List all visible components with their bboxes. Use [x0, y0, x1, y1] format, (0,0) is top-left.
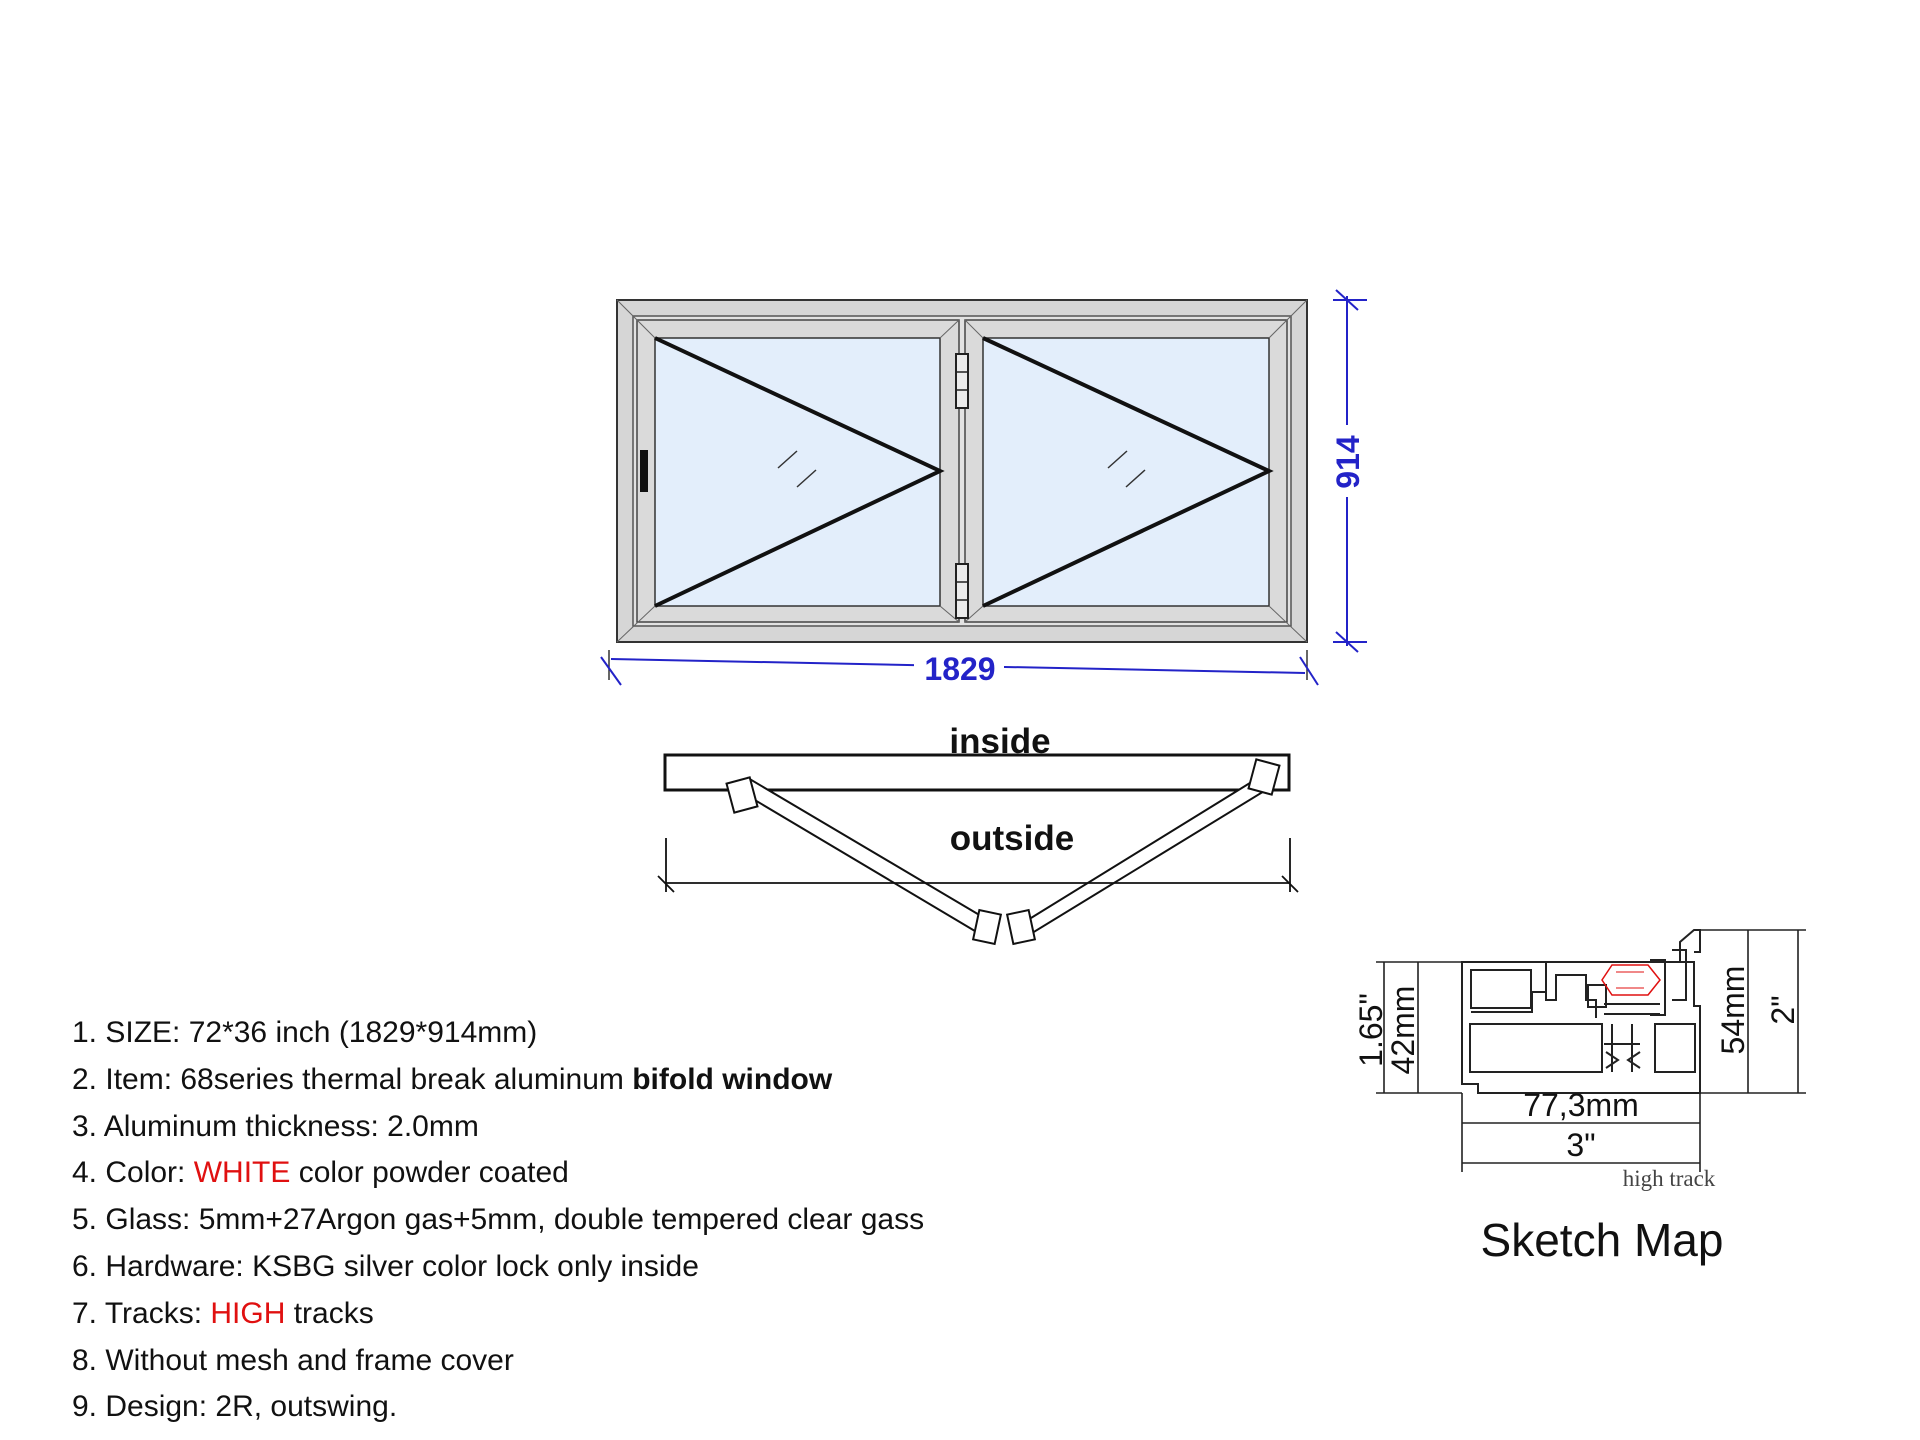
spec-item-size: 1. SIZE: 72*36 inch (1829*914mm) — [72, 1016, 538, 1049]
dim-height-inch-label: 1.65" — [1353, 993, 1389, 1067]
outside-label: outside — [950, 819, 1074, 858]
profile-section — [1461, 929, 1701, 1094]
spec-item-thickness: 3. Aluminum thickness: 2.0mm — [72, 1109, 479, 1143]
dim-width-mm-label: 77,3mm — [1523, 1087, 1639, 1123]
height-dim-mask — [1330, 425, 1366, 497]
opening-indicator-right — [982, 336, 1274, 608]
plan-view — [657, 753, 1299, 946]
folded-sash-right — [1016, 776, 1268, 940]
spec-list: 1. SIZE: 72*36 inch (1829*914mm) 2. Item… — [72, 1010, 1072, 1431]
inside-label: inside — [949, 722, 1050, 761]
sketch-map-caption: Sketch Map — [1481, 1214, 1724, 1266]
profile-dimensions — [1376, 929, 1806, 1172]
dim-height-mm-label: 42mm — [1385, 986, 1421, 1075]
spec-item-color: 4. Color: WHITE color powder coated — [72, 1156, 569, 1190]
width-dim-mask — [914, 648, 1004, 684]
glass-pane-left — [654, 337, 941, 607]
folded-sash-left — [736, 776, 1000, 942]
window-elevation — [616, 299, 1308, 643]
spec-item-tracks: 7. Tracks: HIGH tracks — [72, 1296, 374, 1330]
hinge-top — [955, 353, 969, 409]
hinge-bottom — [955, 563, 969, 619]
width-dimension-label: 1829 — [924, 651, 995, 687]
spec-item-mesh: 8. Without mesh and frame cover — [72, 1343, 514, 1377]
track-type-label: high track — [1623, 1166, 1716, 1191]
spec-item-product: 2. Item: 68series thermal break aluminum… — [72, 1062, 833, 1096]
spec-item-glass: 5. Glass: 5mm+27Argon gas+5mm, double te… — [72, 1203, 925, 1237]
dim-width-inch-label: 3" — [1566, 1127, 1595, 1163]
dim-total-inch-label: 2" — [1765, 995, 1801, 1024]
opening-indicator-left — [654, 336, 945, 608]
dim-total-mm-label: 54mm — [1715, 966, 1751, 1055]
plan-frame-bar — [663, 753, 1291, 792]
handle-icon — [640, 450, 648, 492]
height-dimension-label: 914 — [1330, 435, 1366, 489]
glass-pane-right — [982, 337, 1270, 607]
spec-item-hardware: 6. Hardware: KSBG silver color lock only… — [72, 1249, 699, 1283]
spec-item-design: 9. Design: 2R, outswing. — [72, 1390, 398, 1424]
